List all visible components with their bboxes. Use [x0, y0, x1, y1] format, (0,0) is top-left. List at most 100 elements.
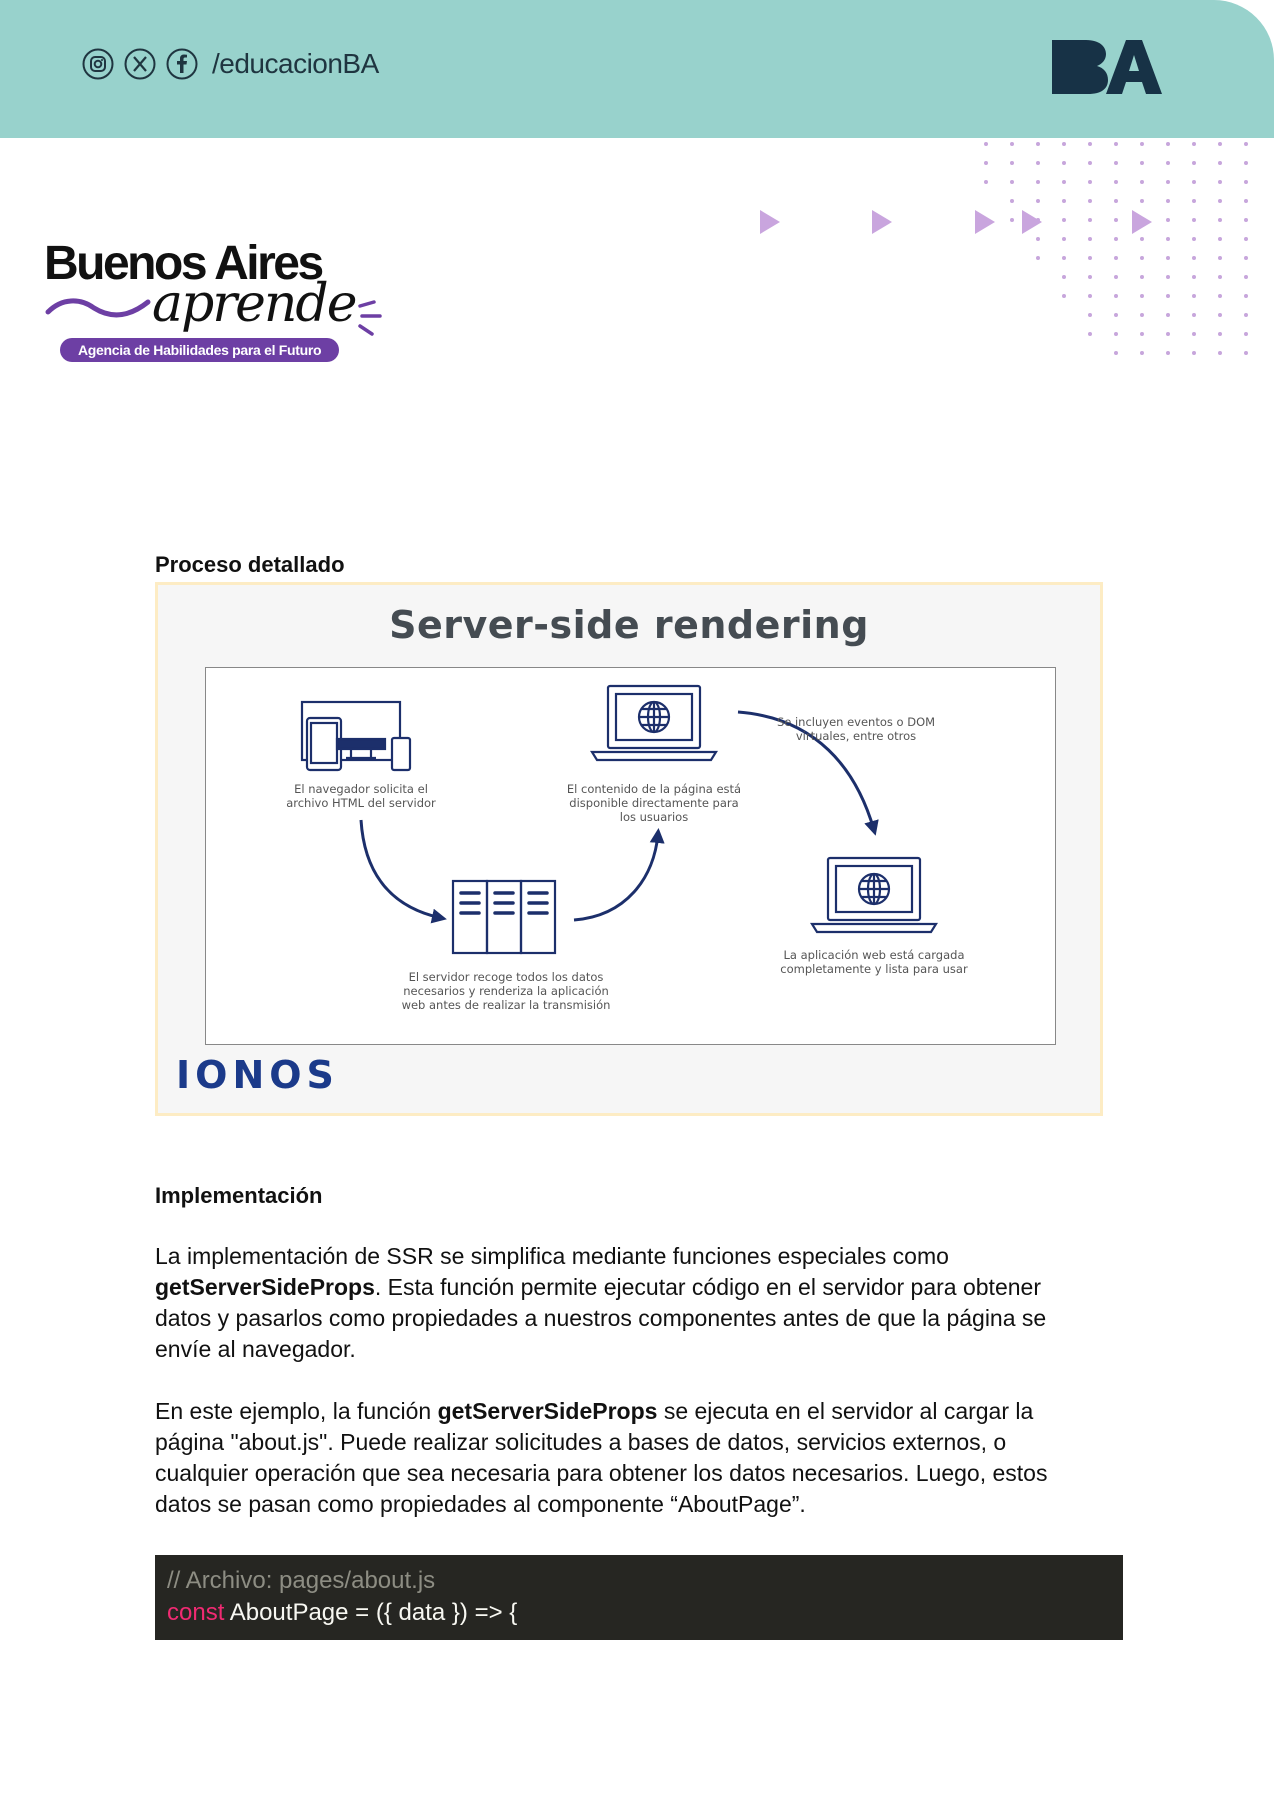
decorative-dot [1088, 142, 1092, 146]
decorative-dot [1192, 142, 1196, 146]
decorative-dot [1140, 313, 1144, 317]
logo-swoosh [45, 298, 151, 318]
decorative-dot [1192, 199, 1196, 203]
decorative-dot [1218, 351, 1222, 355]
section-heading: Proceso detallado [155, 552, 345, 577]
decorative-dot [1140, 142, 1144, 146]
figure-title: Server-side rendering [389, 603, 869, 647]
decorative-dot [1244, 199, 1248, 203]
decorative-dot [1114, 332, 1118, 336]
decorative-dot [1088, 313, 1092, 317]
decorative-dot [1114, 161, 1118, 165]
facebook-icon[interactable] [166, 48, 198, 80]
paragraph: En este ejemplo, la función getServerSid… [155, 1398, 1048, 1517]
diagram-graphics [300, 684, 938, 955]
decorative-dot [1218, 294, 1222, 298]
decorative-dot [1062, 237, 1066, 241]
decorative-dot [1218, 332, 1222, 336]
decorative-dot [1114, 351, 1118, 355]
decorative-dot [1088, 256, 1092, 260]
decorative-dot [1192, 161, 1196, 165]
decorative-dot [1036, 256, 1040, 260]
decorative-triangle-icon [872, 210, 892, 234]
social-links: /educacionBA [82, 48, 379, 80]
decorative-dot [1010, 218, 1014, 222]
decorative-dot [1166, 218, 1170, 222]
decorative-dot [1088, 294, 1092, 298]
decorative-dot [984, 161, 988, 165]
decorative-dot [1218, 218, 1222, 222]
decorative-dot [1036, 161, 1040, 165]
decorative-dot [1166, 256, 1170, 260]
decorative-dot [1244, 332, 1248, 336]
decorative-dot [1088, 180, 1092, 184]
decorative-triangle-icon [975, 210, 995, 234]
code-comment: // Archivo: pages/about.js [167, 1567, 436, 1594]
decorative-dot [1166, 351, 1170, 355]
decorative-dot [1062, 218, 1066, 222]
instagram-icon[interactable] [82, 48, 114, 80]
decorative-dot [1010, 199, 1014, 203]
decorative-dot [1244, 256, 1248, 260]
decorative-triangle-icon [1132, 210, 1152, 234]
decorative-dot [1114, 237, 1118, 241]
decorative-dot [1114, 275, 1118, 279]
decorative-dot [1244, 351, 1248, 355]
decorative-dot [1140, 294, 1144, 298]
decorative-dot [1166, 180, 1170, 184]
decorative-dot [1062, 180, 1066, 184]
logo-tagline: Agencia de Habilidades para el Futuro [60, 338, 340, 362]
decorative-dot [1140, 180, 1144, 184]
social-handle[interactable]: /educacionBA [212, 48, 379, 79]
decorative-dot [1244, 161, 1248, 165]
decorative-dot [1114, 218, 1118, 222]
decorative-dot [1114, 313, 1118, 317]
ionos-logo: IONOS [176, 1053, 339, 1097]
decorative-dot [1036, 199, 1040, 203]
decorative-dot [1244, 237, 1248, 241]
code-block: // Archivo: pages/about.js const AboutPa… [155, 1555, 1123, 1640]
logo-line1: Buenos Aires [44, 237, 324, 290]
decorative-dot [1218, 142, 1222, 146]
decorative-dot [1140, 332, 1144, 336]
decorative-dot [1192, 218, 1196, 222]
decorative-dot [984, 142, 988, 146]
decorative-dot [1088, 275, 1092, 279]
decorative-dot [1192, 313, 1196, 317]
decorative-dot [1218, 313, 1222, 317]
decorative-dot [1166, 313, 1170, 317]
decorative-dot [1244, 294, 1248, 298]
decorative-dot [1036, 142, 1040, 146]
decorative-dot [1010, 142, 1014, 146]
decorative-dot [1114, 256, 1118, 260]
laptop-loaded-icon [810, 856, 938, 934]
decorative-dot [1114, 199, 1118, 203]
decorative-dot [1140, 275, 1144, 279]
laptop-globe-icon [590, 684, 718, 762]
ssr-figure: Server-side rendering [155, 582, 1103, 1116]
decorative-dot [1166, 275, 1170, 279]
code-text: AboutPage = ({ data }) => { [224, 1599, 518, 1626]
decorative-dot [1192, 237, 1196, 241]
decorative-dot [1062, 294, 1066, 298]
decorative-triangle-icon [760, 210, 780, 234]
decorative-dot [1192, 294, 1196, 298]
decorative-dot [1140, 199, 1144, 203]
decorative-dot [1114, 294, 1118, 298]
decorative-dot [1218, 161, 1222, 165]
decorative-dot [1140, 161, 1144, 165]
decorative-dot [1218, 199, 1222, 203]
paragraph: La implementación de SSR se simplifica m… [155, 1243, 1047, 1362]
header-bar: /educacionBA [0, 0, 1274, 138]
decorative-dot [1114, 142, 1118, 146]
buenos-aires-aprende-logo: Buenos Aires aprende Agencia de Habilida… [44, 236, 384, 366]
decorative-dot [1192, 351, 1196, 355]
decorative-dot [1244, 142, 1248, 146]
decorative-dot [1010, 180, 1014, 184]
x-icon[interactable] [124, 48, 156, 80]
decorative-dot [1192, 332, 1196, 336]
